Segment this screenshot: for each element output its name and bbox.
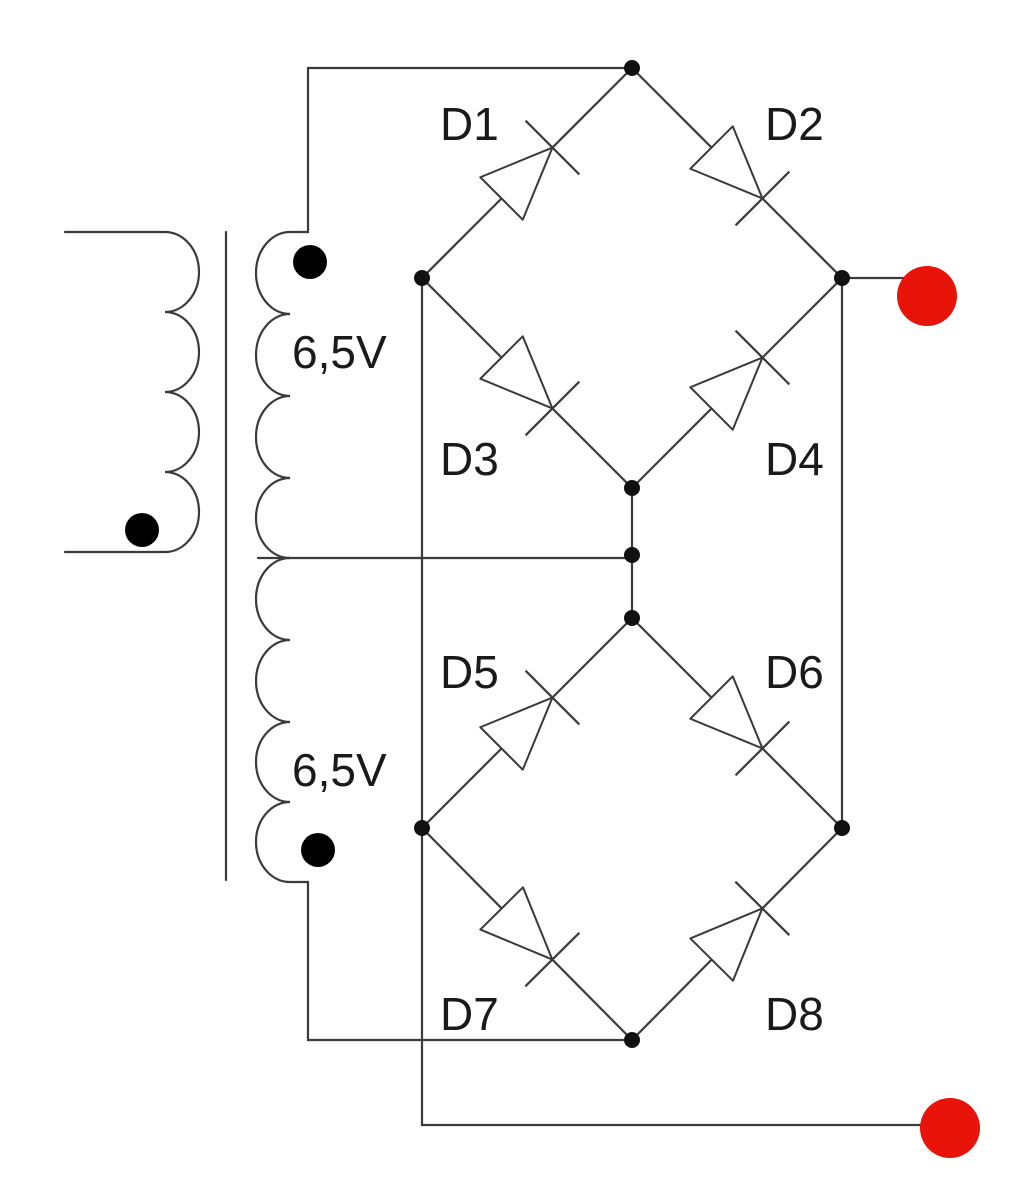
diode-d5	[479, 669, 581, 771]
diode-cathode-bar	[734, 880, 791, 936]
winding-top-label: 6,5V	[292, 326, 387, 378]
primary-winding	[63, 230, 201, 554]
diode-label-d6: D6	[765, 646, 824, 698]
diode-cathode-bar	[734, 720, 791, 777]
diode-cathode-bar	[524, 119, 581, 176]
diode-d7	[479, 886, 581, 988]
diode-d8	[689, 880, 791, 982]
secondary-winding	[254, 66, 634, 1042]
secondary-top-polarity-dot	[293, 245, 327, 279]
diode-triangle	[689, 907, 764, 982]
diode-triangle	[479, 335, 554, 410]
junction-nodes	[414, 60, 850, 1048]
diode-triangle	[689, 356, 764, 431]
diode-label-d7: D7	[440, 988, 499, 1040]
diode-d4	[689, 329, 791, 431]
diode-label-d5: D5	[440, 646, 499, 698]
diode-cathode-bar	[734, 170, 791, 227]
diode-cathode-bar	[524, 669, 581, 726]
positive-output-terminal[interactable]	[897, 266, 957, 326]
primary-polarity-dot	[125, 513, 159, 547]
negative-output-terminal[interactable]	[920, 1098, 980, 1158]
diode-d1	[479, 119, 581, 221]
negative-rail	[420, 276, 957, 1127]
diode-label-d4: D4	[765, 433, 824, 485]
diode-triangle	[479, 146, 554, 221]
secondary-bottom-polarity-dot	[301, 833, 335, 867]
diode-cathode-bar	[734, 329, 791, 386]
diode-label-d1: D1	[440, 98, 499, 150]
diode-d3	[479, 335, 581, 437]
winding-bottom-label: 6,5V	[292, 744, 387, 796]
diode-triangle	[689, 675, 764, 750]
diode-triangle	[479, 696, 554, 771]
diode-cathode-bar	[524, 380, 581, 437]
diode-triangle	[689, 125, 764, 200]
diode-label-d2: D2	[765, 98, 824, 150]
diode-label-d3: D3	[440, 433, 499, 485]
diode-triangle	[479, 886, 554, 961]
diode-d2	[689, 125, 791, 227]
diode-label-d8: D8	[765, 988, 824, 1040]
diode-d6	[689, 675, 791, 777]
diode-cathode-bar	[524, 932, 581, 988]
